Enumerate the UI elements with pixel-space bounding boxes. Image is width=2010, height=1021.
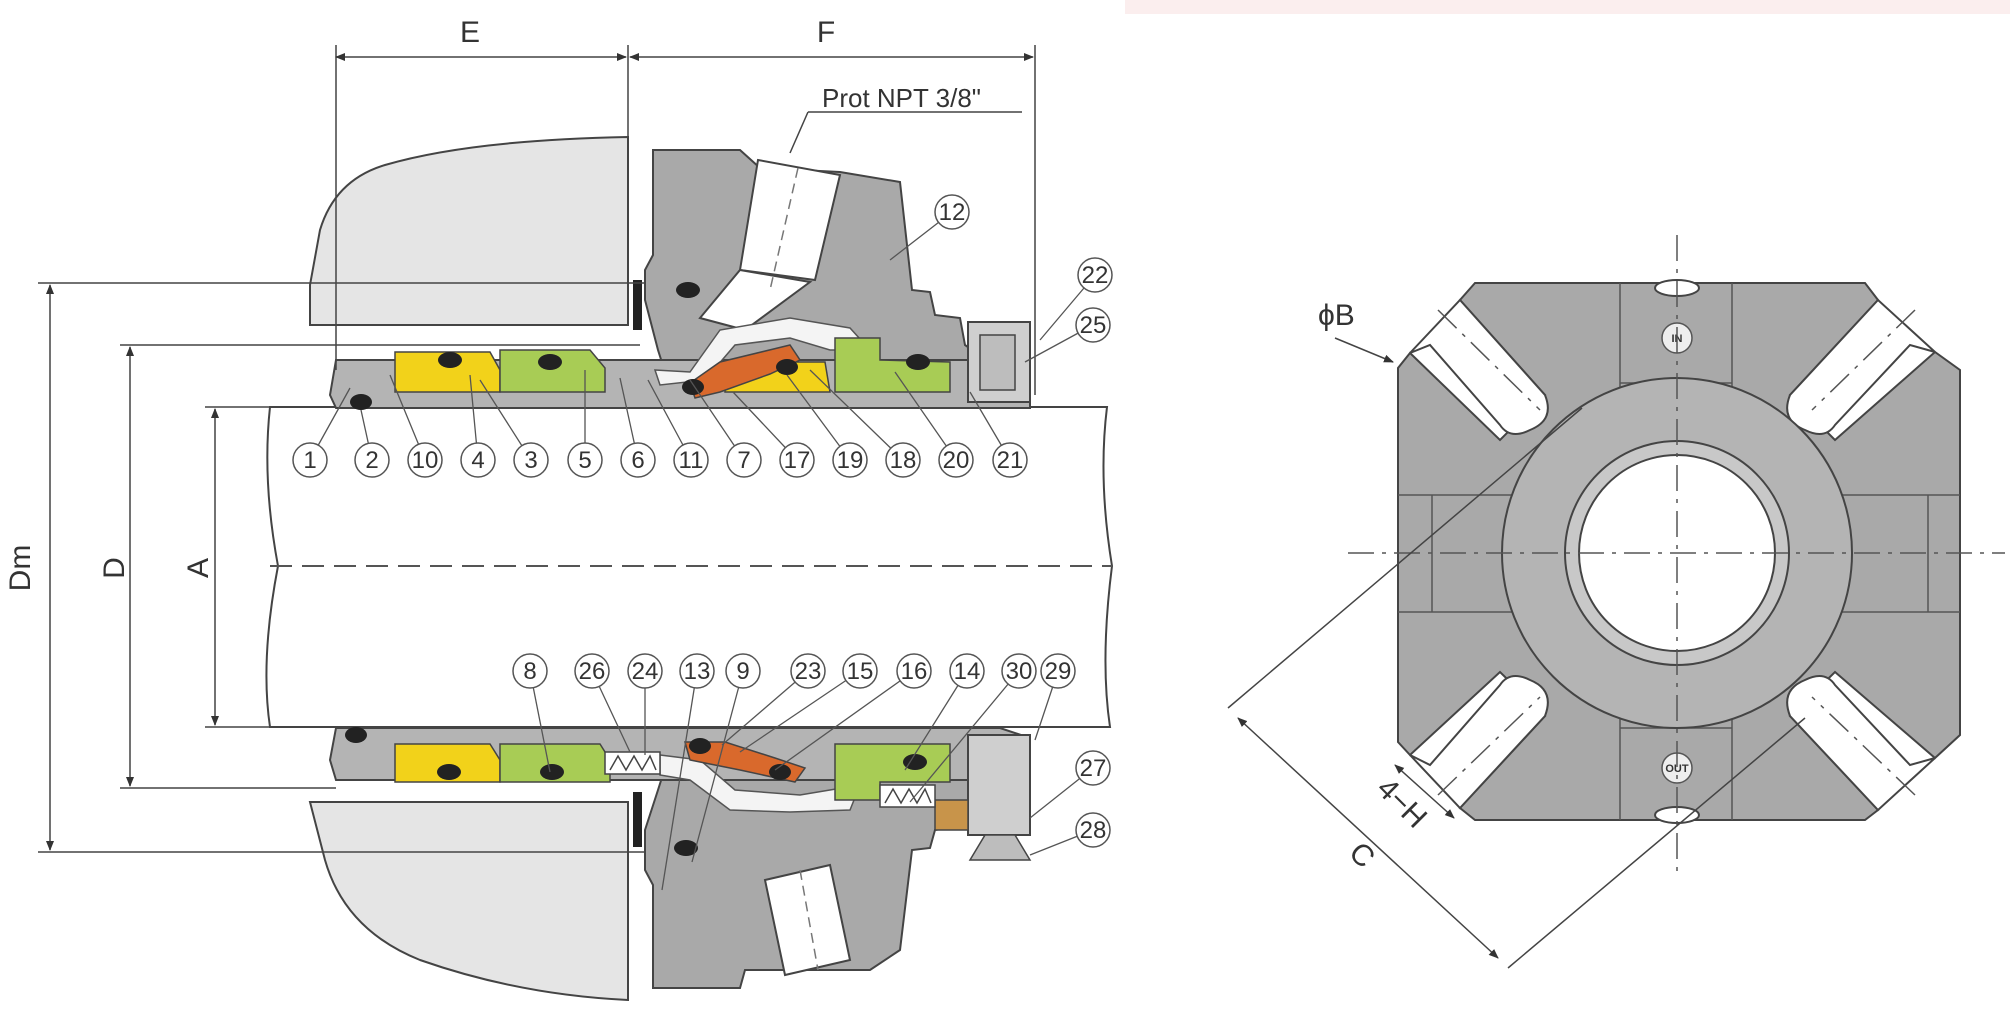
callout-circle — [725, 653, 761, 689]
callout-circle — [567, 442, 603, 478]
callout-number: 28 — [1080, 817, 1107, 844]
callout-circle — [1001, 653, 1037, 689]
gland-tan-lower — [934, 799, 969, 831]
pump-casing-lower — [308, 801, 629, 1002]
callout-number: 16 — [901, 658, 928, 685]
dim-label-Dm: Dm — [4, 545, 37, 592]
callout-number: 20 — [943, 447, 970, 474]
rotary-face-green-upper-1 — [499, 349, 606, 393]
callout-leader — [904, 670, 968, 771]
callout-leader — [909, 670, 1020, 803]
callout-circle — [513, 442, 549, 478]
callout-number: 5 — [578, 447, 591, 474]
callout-circle — [460, 442, 496, 478]
callout-leader — [721, 670, 809, 746]
front-view: IN OUT C 4−H ϕB — [1227, 235, 2005, 969]
callout-circle — [779, 442, 815, 478]
callout-circle — [512, 653, 548, 689]
callout-circle — [790, 653, 826, 689]
callout-number: 15 — [847, 658, 874, 685]
callouts-right: 12 22 25 27 28 — [889, 194, 1113, 856]
callout-circle — [1075, 307, 1111, 343]
callout-leader — [739, 670, 861, 753]
callout-circle — [1075, 750, 1111, 786]
callout-number: 26 — [579, 658, 606, 685]
callout-circle — [574, 653, 610, 689]
pump-casing-upper — [309, 135, 629, 326]
callout-number: 7 — [737, 447, 750, 474]
section-view: E F Dm D A Prot NPT 3/8" 121043561171719… — [4, 16, 1114, 1002]
callout-number: 22 — [1082, 262, 1109, 289]
callout-leader — [894, 371, 957, 461]
callout-circle — [627, 653, 663, 689]
callout-number: 17 — [784, 447, 811, 474]
c-dimension — [1227, 337, 1806, 969]
callout-number: 14 — [954, 658, 981, 685]
dim-label-H: 4−H — [1370, 772, 1433, 835]
callout-leader — [691, 670, 744, 863]
dim-label-F: F — [817, 16, 835, 49]
callout-circle — [620, 442, 656, 478]
dim-label-D: D — [98, 557, 131, 579]
callout-number: 23 — [795, 658, 822, 685]
collar-lower — [967, 734, 1031, 836]
callout-number: 13 — [684, 658, 711, 685]
callout-leader — [809, 369, 904, 461]
callout-number: 12 — [939, 199, 966, 226]
callout-circle — [407, 442, 443, 478]
callout-number: 21 — [997, 447, 1024, 474]
dim-label-phiB: ϕB — [1318, 299, 1355, 332]
callout-number: 9 — [736, 658, 749, 685]
port-lower — [763, 863, 852, 977]
callout-circle — [949, 653, 985, 689]
callout-number: 24 — [632, 658, 659, 685]
callout-leader — [661, 670, 698, 891]
callout-number: 3 — [524, 447, 537, 474]
screw-head-lower — [968, 834, 1032, 861]
callout-number: 29 — [1045, 658, 1072, 685]
rotary-face-green-upper-2 — [834, 337, 951, 393]
callout-number: 1 — [303, 447, 316, 474]
callout-circle — [1075, 812, 1111, 848]
callout-number: 18 — [890, 447, 917, 474]
callout-number: 25 — [1080, 312, 1107, 339]
callout-number: 11 — [679, 447, 704, 474]
gasket-lower — [633, 792, 642, 847]
port-upper — [738, 158, 842, 282]
dimension-lines — [38, 45, 1036, 853]
dim-label-A: A — [182, 558, 215, 578]
callout-circle — [354, 442, 390, 478]
callout-circle — [832, 442, 868, 478]
callout-circle — [896, 653, 932, 689]
callout-number: 30 — [1006, 658, 1033, 685]
gasket-upper — [633, 280, 642, 330]
dim-label-E: E — [460, 16, 480, 49]
callout-number: 4 — [471, 447, 484, 474]
callout-leader — [774, 670, 915, 771]
callout-number: 6 — [631, 447, 644, 474]
callout-number: 2 — [365, 447, 378, 474]
callout-circle — [934, 194, 970, 230]
callout-circle — [1040, 653, 1076, 689]
callout-circle — [1077, 257, 1113, 293]
callout-circle — [673, 442, 709, 478]
o-rings — [345, 282, 930, 856]
callouts-top: 1 2 10 4 3 5 6 11 7 17 19 18 20 21 — [292, 369, 1028, 478]
callout-number: 8 — [523, 658, 536, 685]
port-note: Prot NPT 3/8" — [822, 83, 981, 113]
callout-number: 10 — [412, 447, 439, 474]
out-label: OUT — [1665, 763, 1689, 775]
callout-circle — [726, 442, 762, 478]
callout-circle — [885, 442, 921, 478]
dim-label-C: C — [1342, 836, 1381, 875]
callout-circle — [938, 442, 974, 478]
callout-circle — [679, 653, 715, 689]
callout-number: 19 — [837, 447, 864, 474]
callout-circle — [842, 653, 878, 689]
callout-circle — [292, 442, 328, 478]
callout-number: 27 — [1080, 755, 1107, 782]
callout-circle — [992, 442, 1028, 478]
callouts-bottom: 8 26 24 13 9 23 15 16 14 30 29 — [512, 653, 1076, 891]
